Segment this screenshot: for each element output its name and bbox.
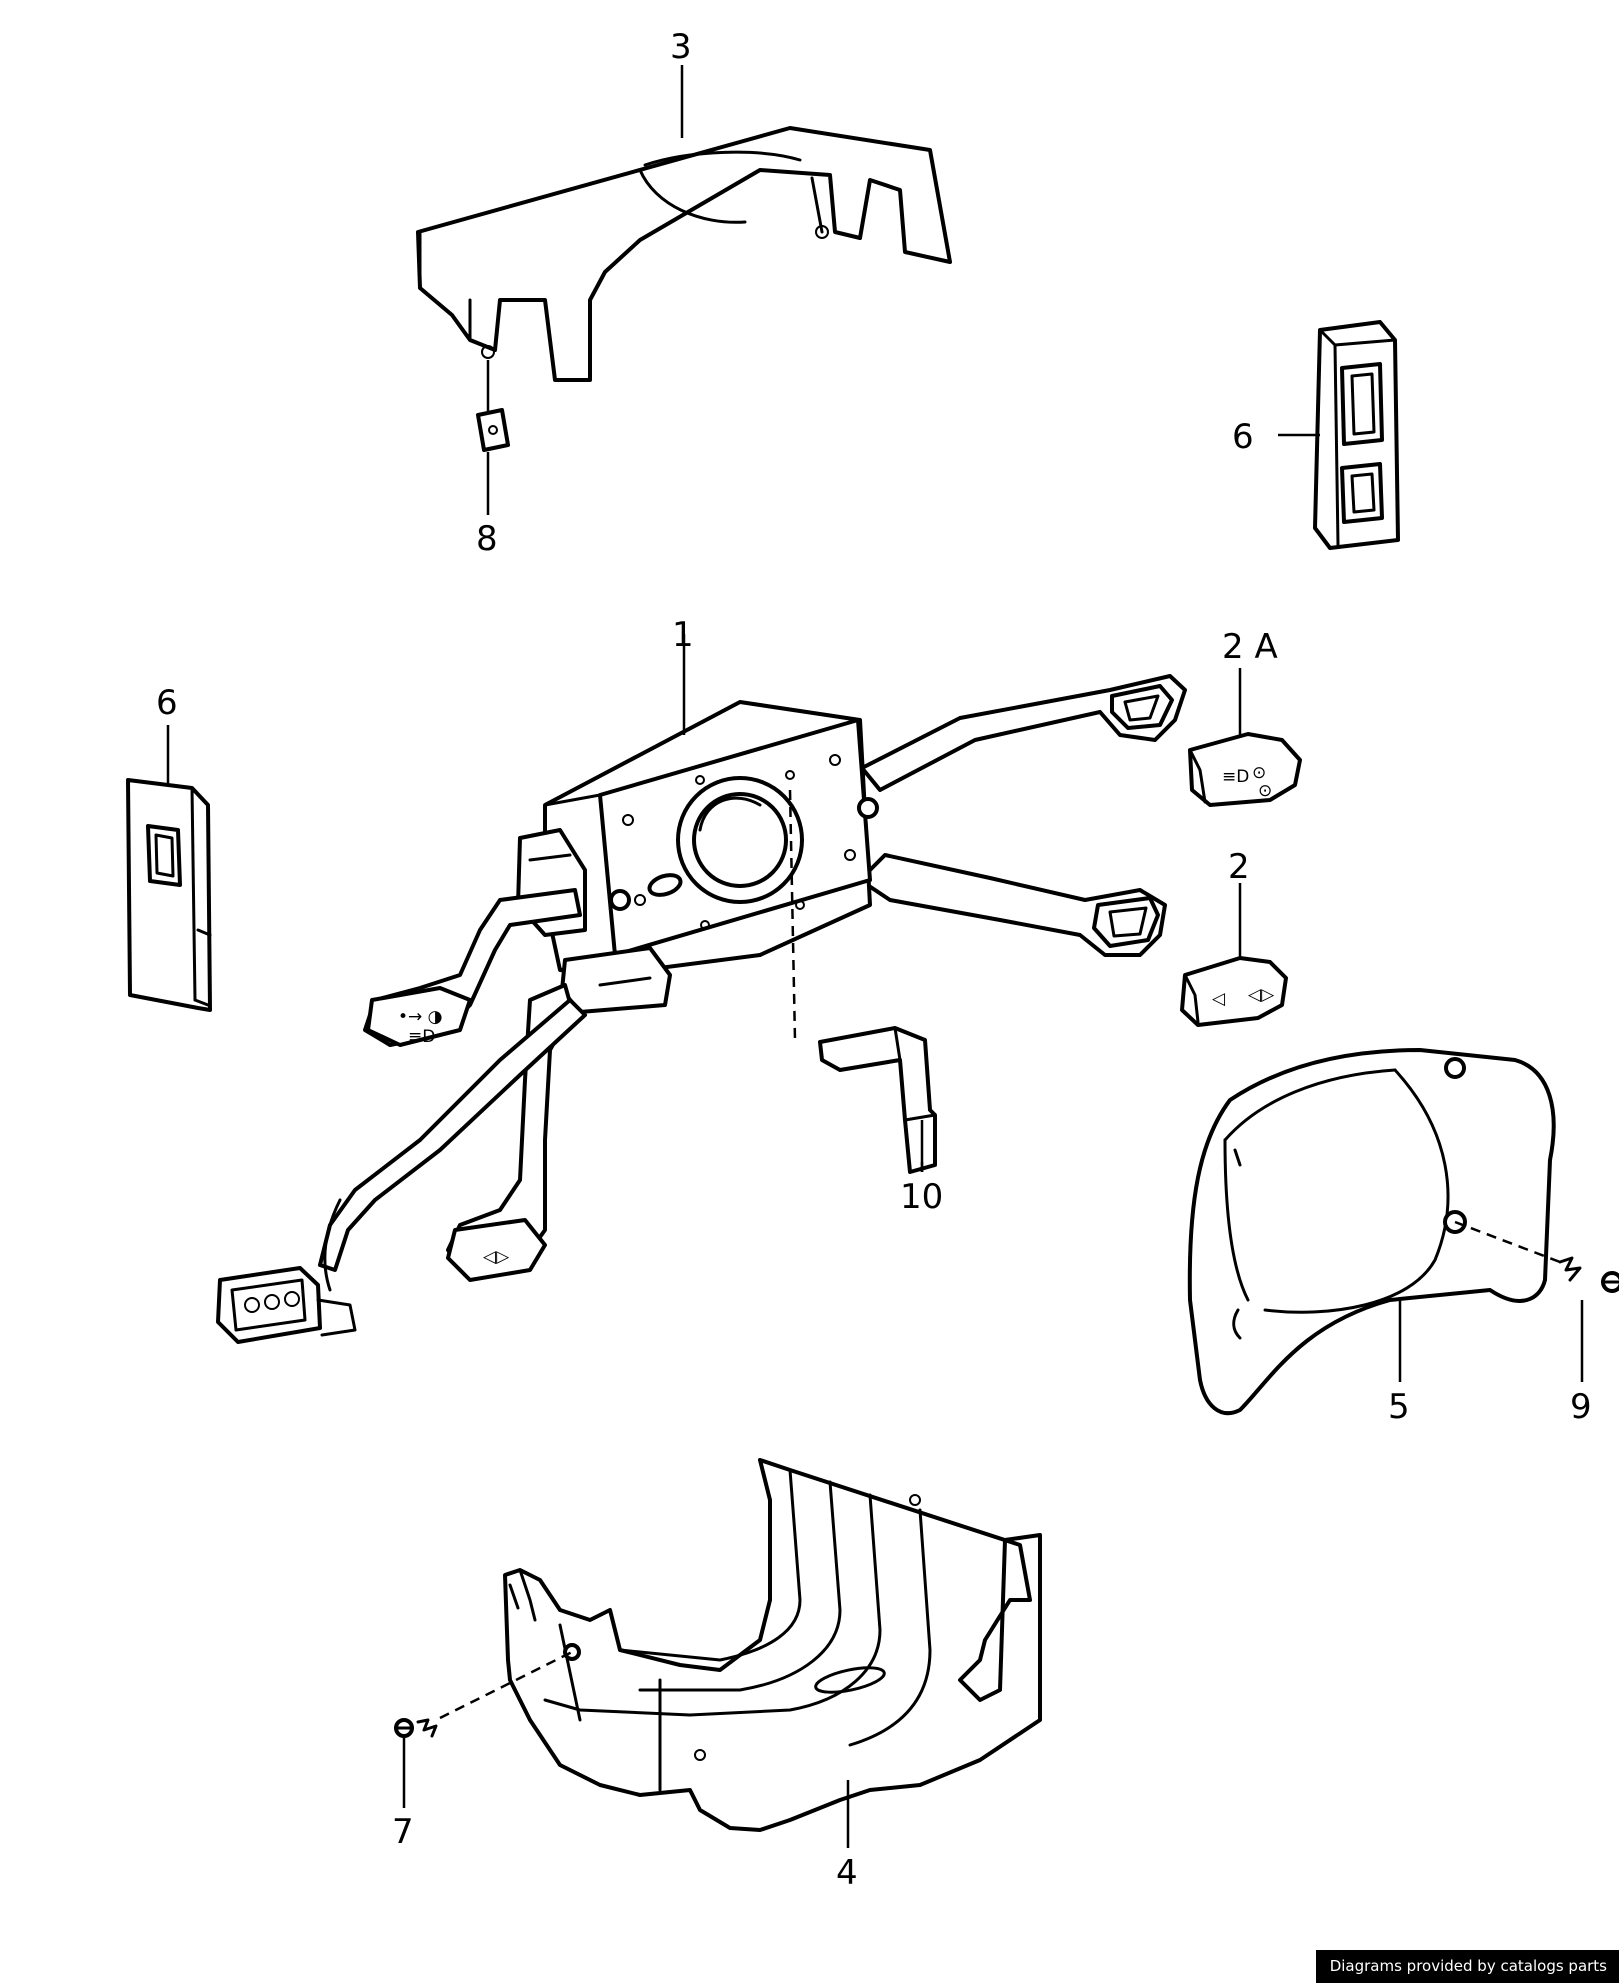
callout-labels: 3 8 6 1 2 A 6 2 10 5 9 7 4 <box>156 27 1592 1893</box>
svg-text:⊙: ⊙ <box>1258 781 1272 801</box>
callout-2a: 2 A <box>1222 627 1278 667</box>
svg-text:≡D: ≡D <box>408 1027 435 1047</box>
svg-text:⊙: ⊙ <box>1252 763 1266 783</box>
switch-cap-2a: ≡D ⊙ ⊙ <box>1188 732 1302 807</box>
upper-column-shroud <box>416 126 952 382</box>
callout-4: 4 <box>836 1853 858 1893</box>
leader-lines <box>166 65 1584 1848</box>
switch-trim-panel-right <box>1313 320 1400 550</box>
svg-text:◁▷: ◁▷ <box>1248 985 1275 1005</box>
rear-trim-plate <box>1187 1048 1556 1416</box>
svg-text:≡D: ≡D <box>1222 767 1249 787</box>
combination-switch-assembly: •→ ◑ ≡D ◁▷ <box>216 674 1187 1344</box>
credit-badge: Diagrams provided by catalogs parts <box>1315 1950 1619 1983</box>
clip-nut <box>476 408 510 452</box>
svg-text:◁▷: ◁▷ <box>483 1247 510 1267</box>
callout-2: 2 <box>1228 847 1250 887</box>
callout-3: 3 <box>670 27 692 67</box>
svg-text:◁: ◁ <box>1212 989 1226 1009</box>
screw-right <box>1558 1256 1619 1293</box>
lower-column-shroud <box>503 1458 1042 1832</box>
callout-6-right: 6 <box>1232 417 1254 457</box>
switch-trim-panel-left <box>126 778 212 1012</box>
callout-1: 1 <box>672 615 694 655</box>
callout-9: 9 <box>1570 1387 1592 1427</box>
return-cam <box>818 1026 937 1174</box>
callout-7: 7 <box>392 1812 414 1852</box>
callout-5: 5 <box>1388 1387 1410 1427</box>
callout-10: 10 <box>900 1177 943 1217</box>
svg-text:•→ ◑: •→ ◑ <box>398 1007 443 1027</box>
callout-6-left: 6 <box>156 683 178 723</box>
switch-cap-2: ◁ ◁▷ <box>1180 956 1288 1027</box>
callout-8: 8 <box>476 519 498 559</box>
screw-left <box>394 1718 438 1738</box>
